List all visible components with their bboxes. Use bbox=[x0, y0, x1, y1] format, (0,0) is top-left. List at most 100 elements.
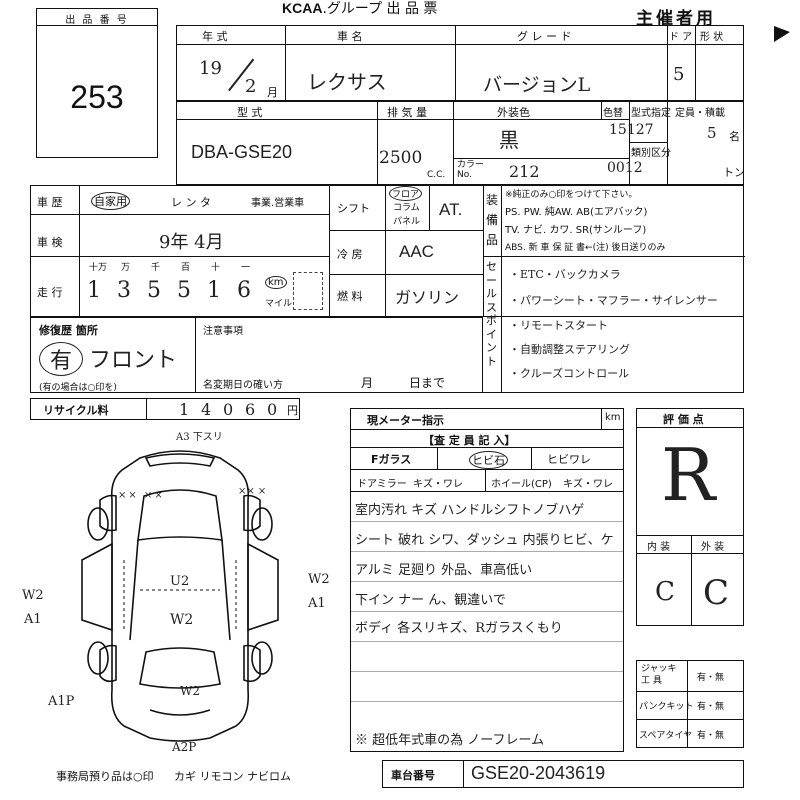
lot-number-box: 出 品 番 号 253 bbox=[36, 8, 158, 158]
sales-point-item: ・リモートスタート bbox=[509, 319, 608, 332]
jack-label: ジャッキ 工 具 bbox=[641, 664, 677, 686]
inspector-note: 下イン ナー ん、観違いで bbox=[355, 593, 506, 608]
shift-panel: パネル bbox=[393, 217, 421, 227]
interior-value: C bbox=[655, 577, 675, 607]
shift-label: シフト bbox=[337, 202, 370, 215]
repair-mark: 有 bbox=[39, 342, 84, 376]
inspection-value: 9年 4月 bbox=[159, 232, 224, 253]
lot-number-value: 253 bbox=[70, 79, 124, 115]
meter-unit: km bbox=[605, 412, 621, 423]
diagram-right-mark-1: W2 bbox=[308, 572, 330, 587]
shift-floor: フロア bbox=[389, 186, 423, 201]
diagram-right-top: ×× × bbox=[238, 486, 267, 497]
brand-logo: KCAA bbox=[282, 0, 323, 16]
chassis-value: GSE20-2043619 bbox=[471, 763, 606, 783]
wheel-value: キズ・ワレ bbox=[563, 479, 613, 490]
exterior-label: 外 装 bbox=[701, 542, 725, 553]
diagram-left-top: ×× ×× bbox=[118, 490, 165, 501]
office-items: カギ リモコン ナビロム bbox=[174, 770, 291, 783]
color-no-value: 212 bbox=[509, 162, 540, 181]
cc-unit: C.C. bbox=[427, 170, 446, 180]
equipment-row-1: PS. PW. 純AW. AB(エアバック) bbox=[505, 207, 648, 218]
name-change-label: 名変期日の確い方 bbox=[203, 380, 283, 391]
recycle-digit: 0 bbox=[223, 400, 234, 419]
year-value: 19 bbox=[199, 58, 222, 79]
wheel-label: ホイール(CP) bbox=[491, 479, 552, 490]
spare-option: 有・無 bbox=[697, 731, 725, 741]
mileage-digit: 3 bbox=[117, 278, 131, 303]
rating-label: 評 価 点 bbox=[663, 413, 704, 426]
ac-value: AAC bbox=[399, 242, 434, 261]
jack-option: 有・無 bbox=[697, 673, 725, 683]
capacity-label: 定員・積載 bbox=[675, 108, 725, 119]
mileage-digit: 1 bbox=[207, 278, 221, 303]
color-no-label: カラー No. bbox=[457, 160, 485, 180]
doors-label: ド ア bbox=[669, 32, 693, 43]
displacement-value: 2500 bbox=[379, 148, 423, 168]
shift-value: AT. bbox=[439, 200, 463, 219]
color-change-label: 色替 bbox=[603, 108, 623, 119]
make-label: 車 名 bbox=[337, 30, 363, 43]
mileage-digit: 1 bbox=[87, 278, 101, 303]
f-glass-chip: ヒビ石 bbox=[469, 451, 508, 469]
inspector-note: 室内汚れ キズ ハンドルシフトノブハゲ bbox=[355, 503, 585, 518]
chassis-label: 車台番号 bbox=[391, 769, 435, 782]
lot-number-label: 出 品 番 号 bbox=[65, 15, 129, 26]
host-label: 主催者用 bbox=[636, 9, 716, 29]
diagram-center-mark-2: W2 bbox=[170, 612, 194, 628]
make-value: レクサス bbox=[307, 70, 387, 94]
recycle-digit: 0 bbox=[267, 400, 278, 419]
history-label: 車 歴 bbox=[37, 196, 63, 209]
sales-points-continued: ・リモートスタート ・自動調整ステアリング ・クルーズコントロール bbox=[482, 317, 744, 393]
group-title: .グループ 出 品 票 bbox=[322, 1, 438, 17]
inspection-label: 車 検 bbox=[37, 236, 63, 249]
header-title: KCAA.グループ 出 品 票 bbox=[282, 0, 437, 18]
mileage-digits: 十万 万 千 百 十 一 1 3 5 5 1 6 bbox=[87, 260, 267, 316]
mileage-label: 走 行 bbox=[37, 286, 63, 299]
shift-column: コラム bbox=[393, 203, 420, 213]
km-option: km bbox=[265, 276, 287, 289]
history-section: 車 歴 自家用 レ ン タ 事業.営業車 車 検 9年 4月 走 行 十万 万 … bbox=[30, 185, 745, 368]
month-value: 2 bbox=[245, 76, 257, 97]
inspector-note: ボディ 各スリキズ、Rガラスくもり bbox=[355, 621, 563, 636]
recycle-digit: 6 bbox=[245, 400, 256, 419]
sales-point-item: ・パワーシート・マフラー・サイレンサー bbox=[509, 294, 718, 307]
type-designation-value: 15127 bbox=[609, 122, 654, 138]
private-option: 自家用 bbox=[91, 192, 130, 210]
mileage-digit-label: 一 bbox=[241, 263, 251, 273]
displacement-label: 排 気 量 bbox=[387, 106, 427, 119]
diagram-left-mark-2: A1 bbox=[24, 612, 42, 627]
inspector-note: アルミ 足廻り 外品、車高低い bbox=[355, 563, 533, 578]
exterior-value: C bbox=[703, 573, 730, 613]
mileage-digit-label: 十 bbox=[211, 263, 221, 273]
notes-label: 注意事項 bbox=[203, 326, 243, 337]
mileage-digit-label: 万 bbox=[121, 263, 131, 273]
sales-points-label: セールスポイント bbox=[486, 260, 497, 368]
mile-box bbox=[293, 272, 323, 310]
inspector-section: 現メーター指示 km 【査 定 員 記 入】 Fガラス ヒビ石 ヒビワレ ドアミ… bbox=[350, 408, 624, 752]
diagram-center-mark-1: U2 bbox=[170, 574, 190, 589]
equipment-row-3: ABS. 新 車 保 証 書←(注) 後日送りのみ bbox=[505, 243, 666, 253]
spare-label: スペアタイヤ bbox=[639, 731, 693, 741]
diagram-bottom-center: A2P bbox=[172, 740, 197, 754]
name-change-day: 日まで bbox=[409, 376, 446, 390]
corner-mark bbox=[774, 26, 790, 42]
rating-section: 評 価 点 R 内 装 外 装 C C bbox=[636, 408, 744, 626]
mileage-digit: 6 bbox=[237, 278, 251, 303]
color-value: 黒 bbox=[499, 128, 519, 152]
type-value: DBA-GSE20 bbox=[191, 142, 293, 162]
mileage-digit-label: 千 bbox=[151, 263, 161, 273]
month-unit: 月 bbox=[267, 86, 278, 99]
inspector-note: シート 破れ シワ、ダッシュ 内張りヒビ、ケ bbox=[355, 533, 614, 548]
diagram-left-mark-1: W2 bbox=[22, 588, 44, 603]
meter-label: 現メーター指示 bbox=[367, 414, 444, 427]
door-mirror-value: キズ・ワレ bbox=[413, 479, 463, 490]
mile-option: マイル bbox=[265, 299, 293, 309]
grade-label: グ レ ー ド bbox=[517, 30, 572, 43]
vehicle-row-1: 年 式 車 名 グ レ ー ド ド ア 形 状 19 2 月 レクサス バージョ… bbox=[176, 25, 744, 101]
equipment-note: ※純正のみ○印をつけて下さい。 bbox=[505, 190, 638, 200]
puncture-option: 有・無 bbox=[697, 702, 725, 712]
repair-location: フロント bbox=[89, 348, 178, 373]
recycle-digit: 4 bbox=[201, 400, 212, 419]
tools-section: ジャッキ 工 具 有・無 パンクキット 有・無 スペアタイヤ 有・無 bbox=[636, 660, 744, 748]
